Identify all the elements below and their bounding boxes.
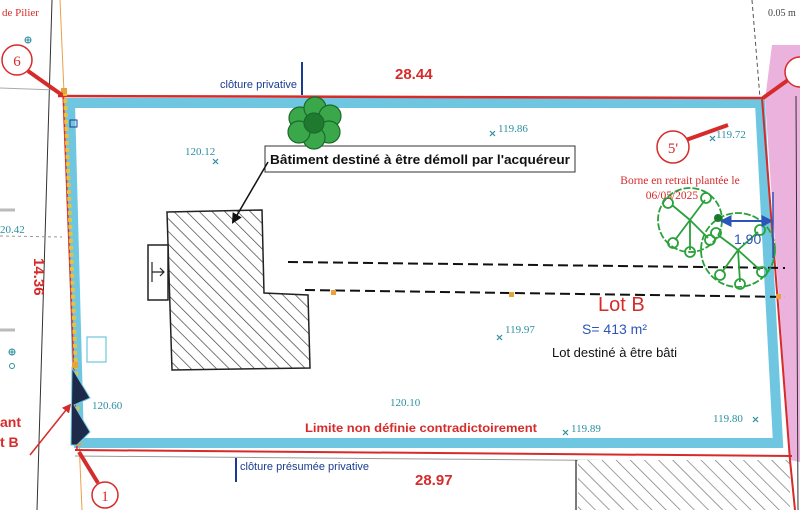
left-elevation-partial: 20.42 [0, 224, 25, 236]
elevation-119-72: 119.72 [716, 129, 746, 141]
marker-6-label: 6 [13, 54, 21, 70]
dimension-top: 28.44 [395, 66, 433, 83]
boundary-top [57, 94, 766, 100]
lot-name: Lot B [598, 294, 645, 316]
pillar-label-partial: de Pilier [2, 7, 39, 19]
shrub-icon [287, 96, 342, 150]
small-structure-outline [86, 336, 107, 363]
building-callout-text: Bâtiment destiné à être démoll par l'acq… [270, 152, 570, 167]
fence-top-label: clôture privative [220, 79, 297, 91]
neighbor-building-hatched [578, 460, 790, 510]
boundary-note-line-2: 06/05/2025 [646, 190, 699, 202]
building-callout-box [264, 145, 576, 173]
marker-1-label: 1 [101, 489, 109, 505]
fence-bottom-label: clôture présumée privative [240, 461, 369, 473]
building-to-demolish [166, 209, 311, 371]
building-callout-leader [231, 161, 269, 224]
marker-1-circle [91, 481, 119, 509]
elevation-119-80: 119.80 [713, 413, 743, 425]
spot-height-marks [212, 130, 759, 436]
marker-top-right-circle [784, 56, 800, 88]
survey-symbol-icon [8, 36, 32, 369]
elevation-120-10: 120.10 [390, 397, 421, 409]
background-line-top-right [751, 0, 761, 99]
lot-area: S= 413 m² [582, 321, 647, 337]
top-right-label-partial: 0.05 m [768, 8, 796, 19]
boundary-note-line-1: Borne en retrait plantée le [620, 175, 739, 187]
elevation-119-89: 119.89 [571, 423, 601, 435]
dimension-left: 14.36 [30, 258, 47, 296]
marker-5prime-label: 5' [668, 141, 679, 157]
background-line-right-edge [795, 95, 799, 510]
background-line-gray-3 [0, 235, 63, 238]
marker-5prime-pointer [685, 123, 729, 142]
elevation-119-86: 119.86 [498, 123, 528, 135]
marker-5prime-circle [656, 130, 690, 164]
dashed-line-lower [304, 289, 786, 298]
wall-symbol-triangles [70, 366, 91, 446]
tree-icon-2 [700, 212, 776, 290]
left-lot-label-partial-2: t B [0, 434, 19, 450]
building-annex-arrow-icon [151, 262, 165, 282]
offset-dimension-value: 1.90 [734, 231, 761, 247]
lot-purpose: Lot destiné à être bâti [552, 345, 677, 360]
survey-point-square [69, 119, 78, 128]
marker-6-pointer [26, 69, 64, 97]
elevation-120-12: 120.12 [185, 146, 215, 158]
lot-b-parcel-band [64, 98, 784, 448]
left-lot-label-partial-1: ant [0, 414, 21, 430]
neighbor-parcel-pink [765, 45, 800, 462]
elevation-119-97: 119.97 [505, 324, 535, 336]
boundary-bottom [74, 449, 793, 457]
marker-top-right-pointer [761, 78, 790, 100]
retracted-marker-point [714, 214, 722, 222]
background-line-gray-1 [0, 87, 57, 91]
marker-6-circle [1, 44, 33, 76]
limit-note: Limite non définie contradictoirement [305, 421, 537, 435]
lot-label-pointer [29, 403, 72, 456]
dimension-bottom: 28.97 [415, 472, 453, 489]
elevation-120-60: 120.60 [92, 400, 123, 412]
marker-1-pointer [77, 450, 100, 485]
dashed-line-upper [287, 261, 786, 269]
